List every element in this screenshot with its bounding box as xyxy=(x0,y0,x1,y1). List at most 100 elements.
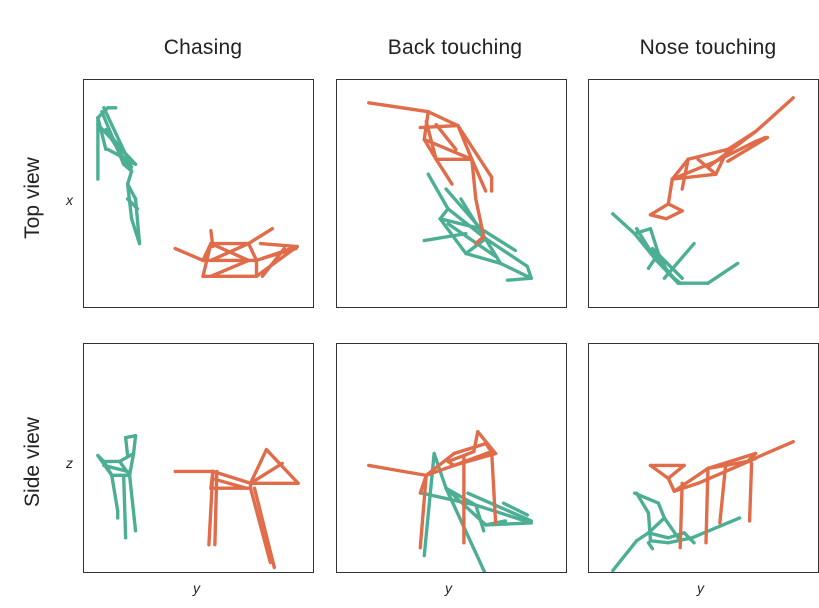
column-title-chasing: Chasing xyxy=(163,36,243,59)
skeleton-b-bone-9 xyxy=(498,261,533,280)
skeleton-b-bone-11 xyxy=(422,231,468,243)
skeleton-a-bone-12 xyxy=(213,477,249,490)
skeleton-a-bone-8 xyxy=(452,449,494,468)
skeleton-b-bone-10 xyxy=(446,222,498,259)
skeleton-a-bone-11 xyxy=(246,227,275,246)
skeleton-b-bone-6 xyxy=(646,511,653,543)
skeleton-a-bone-13 xyxy=(452,441,488,456)
axis-label-y-2: y xyxy=(445,580,452,596)
skeleton-a-bone-14 xyxy=(747,461,754,523)
skeleton-plot xyxy=(96,106,299,278)
skeleton-b-bone-7 xyxy=(444,486,487,572)
skeleton-b-bone-14 xyxy=(662,516,680,540)
skeleton-b-bone-9 xyxy=(690,516,742,540)
skeleton-a-bone-12 xyxy=(424,451,456,478)
skeleton-a-bone-12 xyxy=(470,157,488,193)
skeleton-plot xyxy=(367,101,533,282)
skeleton-b-bone-13 xyxy=(646,251,661,271)
panel-side-chasing xyxy=(83,343,314,573)
skeleton-b-bone-8 xyxy=(127,451,136,478)
skeleton-a-bone-9 xyxy=(761,96,795,127)
panel-side-nose-touching xyxy=(588,343,819,573)
skeleton-b-bone-11 xyxy=(127,473,138,533)
skeleton-a-bone-5 xyxy=(462,449,476,458)
skeleton-a-bone-15 xyxy=(418,473,428,495)
column-title-back-touching: Back touching xyxy=(387,36,523,59)
skeleton-b-bone-3 xyxy=(634,531,651,543)
skeleton-a-bone-7 xyxy=(456,123,494,179)
skeleton-b-bone-4 xyxy=(505,276,533,282)
skeleton-b-bone-5 xyxy=(634,491,651,515)
skeleton-a-bone-11 xyxy=(474,234,486,246)
skeleton-b-bone-6 xyxy=(648,227,661,256)
axis-label-y-1: y xyxy=(193,580,200,596)
axis-label-x-top: x xyxy=(66,192,73,208)
skeleton-a-bone-15 xyxy=(726,135,770,163)
skeleton-a-bone-6 xyxy=(446,453,466,464)
skeleton-b-bone-5 xyxy=(438,217,483,231)
skeleton-b-bone-14 xyxy=(125,197,140,211)
skeleton-b-bone-9 xyxy=(110,473,120,513)
skeleton-a-bone-10 xyxy=(248,486,273,565)
skeleton-a-bone-8 xyxy=(706,451,758,471)
skeleton-b-bone-6 xyxy=(104,127,134,173)
skeleton-a-bone-1 xyxy=(666,463,686,481)
skeleton-a-bone-10 xyxy=(474,197,486,239)
row-title-top-view: Top view xyxy=(21,157,44,239)
skeleton-b-bone-4 xyxy=(706,261,740,285)
skeleton-a-bone-14 xyxy=(258,241,299,249)
skeleton-a-bone-10 xyxy=(209,241,251,263)
skeleton-plot xyxy=(96,434,300,570)
skeleton-a-bone-16 xyxy=(706,129,758,169)
skeleton-a-bone-0 xyxy=(648,202,670,217)
skeleton-a-bone-13 xyxy=(434,157,454,186)
skeleton-a-bone-11 xyxy=(686,147,730,161)
skeleton-a-bone-2 xyxy=(648,463,670,481)
skeleton-a-bone-2 xyxy=(664,209,684,221)
skeleton-b-bone-12 xyxy=(121,473,128,540)
skeleton-plot xyxy=(367,430,533,572)
skeleton-a-bone-15 xyxy=(434,122,458,152)
skeleton-b-bone-9 xyxy=(125,169,134,186)
skeleton-b-bone-15 xyxy=(102,463,130,474)
skeleton-a-bone-10 xyxy=(670,157,690,181)
skeleton-a-bone-4 xyxy=(666,177,674,206)
skeleton-a-bone-0 xyxy=(173,246,205,263)
skeleton-a-bone-17 xyxy=(209,228,215,249)
skeleton-b-bone-8 xyxy=(474,503,486,533)
skeleton-b-bone-13 xyxy=(102,459,114,478)
skeleton-a-bone-5 xyxy=(201,241,213,278)
skeleton-a-bone-1 xyxy=(426,110,460,128)
skeleton-b-bone-3 xyxy=(96,115,108,152)
skeleton-b-bone-13 xyxy=(646,541,655,551)
skeleton-b-bone-7 xyxy=(648,539,670,545)
skeleton-b-bone-7 xyxy=(106,147,138,166)
row-title-side-view: Side view xyxy=(21,417,44,507)
skeleton-b-bone-3 xyxy=(131,434,138,456)
skeleton-a-bone-5 xyxy=(670,172,718,181)
skeleton-a-bone-1 xyxy=(666,202,684,213)
skeleton-b-bone-7 xyxy=(479,227,518,253)
skeleton-b-bone-2 xyxy=(474,503,533,525)
axis-label-y-3: y xyxy=(697,580,704,596)
skeleton-b-bone-11 xyxy=(642,241,680,285)
skeleton-plot xyxy=(611,439,795,572)
skeleton-a-bone-1 xyxy=(211,469,253,485)
column-title-nose-touching: Nose touching xyxy=(639,36,777,59)
skeleton-a-bone-9 xyxy=(470,157,478,201)
skeleton-a-bone-11 xyxy=(678,481,684,550)
skeleton-a-bone-16 xyxy=(260,246,286,278)
skeleton-a-bone-16 xyxy=(424,119,438,161)
skeleton-b-bone-12 xyxy=(682,531,696,545)
skeleton-a-bone-14 xyxy=(484,441,494,454)
skeleton-a-bone-4 xyxy=(672,466,710,493)
skeleton-a-bone-4 xyxy=(246,241,259,263)
skeleton-b-bone-13 xyxy=(129,217,142,246)
skeleton-b-bone-11 xyxy=(501,501,530,517)
skeleton-b-bone-2 xyxy=(484,236,530,269)
skeleton-b-bone-12 xyxy=(662,241,696,280)
skeleton-b-bone-14 xyxy=(459,197,503,266)
skeleton-b-bone-4 xyxy=(611,539,639,572)
skeleton-b-bone-1 xyxy=(656,501,667,520)
skeleton-b-bone-16 xyxy=(112,137,132,161)
